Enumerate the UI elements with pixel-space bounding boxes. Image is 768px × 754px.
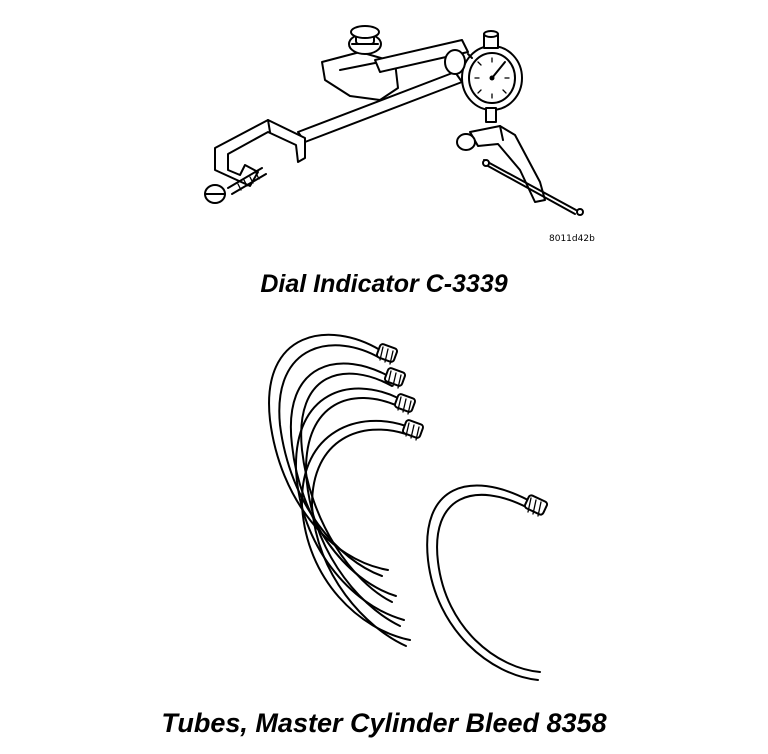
tube-bundle	[268, 333, 411, 647]
dial-indicator-caption: Dial Indicator C-3339	[260, 270, 508, 298]
bleed-tubes-caption: Tubes, Master Cylinder Bleed 8358	[161, 708, 607, 738]
dial-indicator-illustration	[204, 25, 584, 216]
single-tube	[426, 484, 549, 681]
tube-fittings	[375, 343, 425, 441]
figure-code: 8011d42b	[549, 234, 595, 244]
